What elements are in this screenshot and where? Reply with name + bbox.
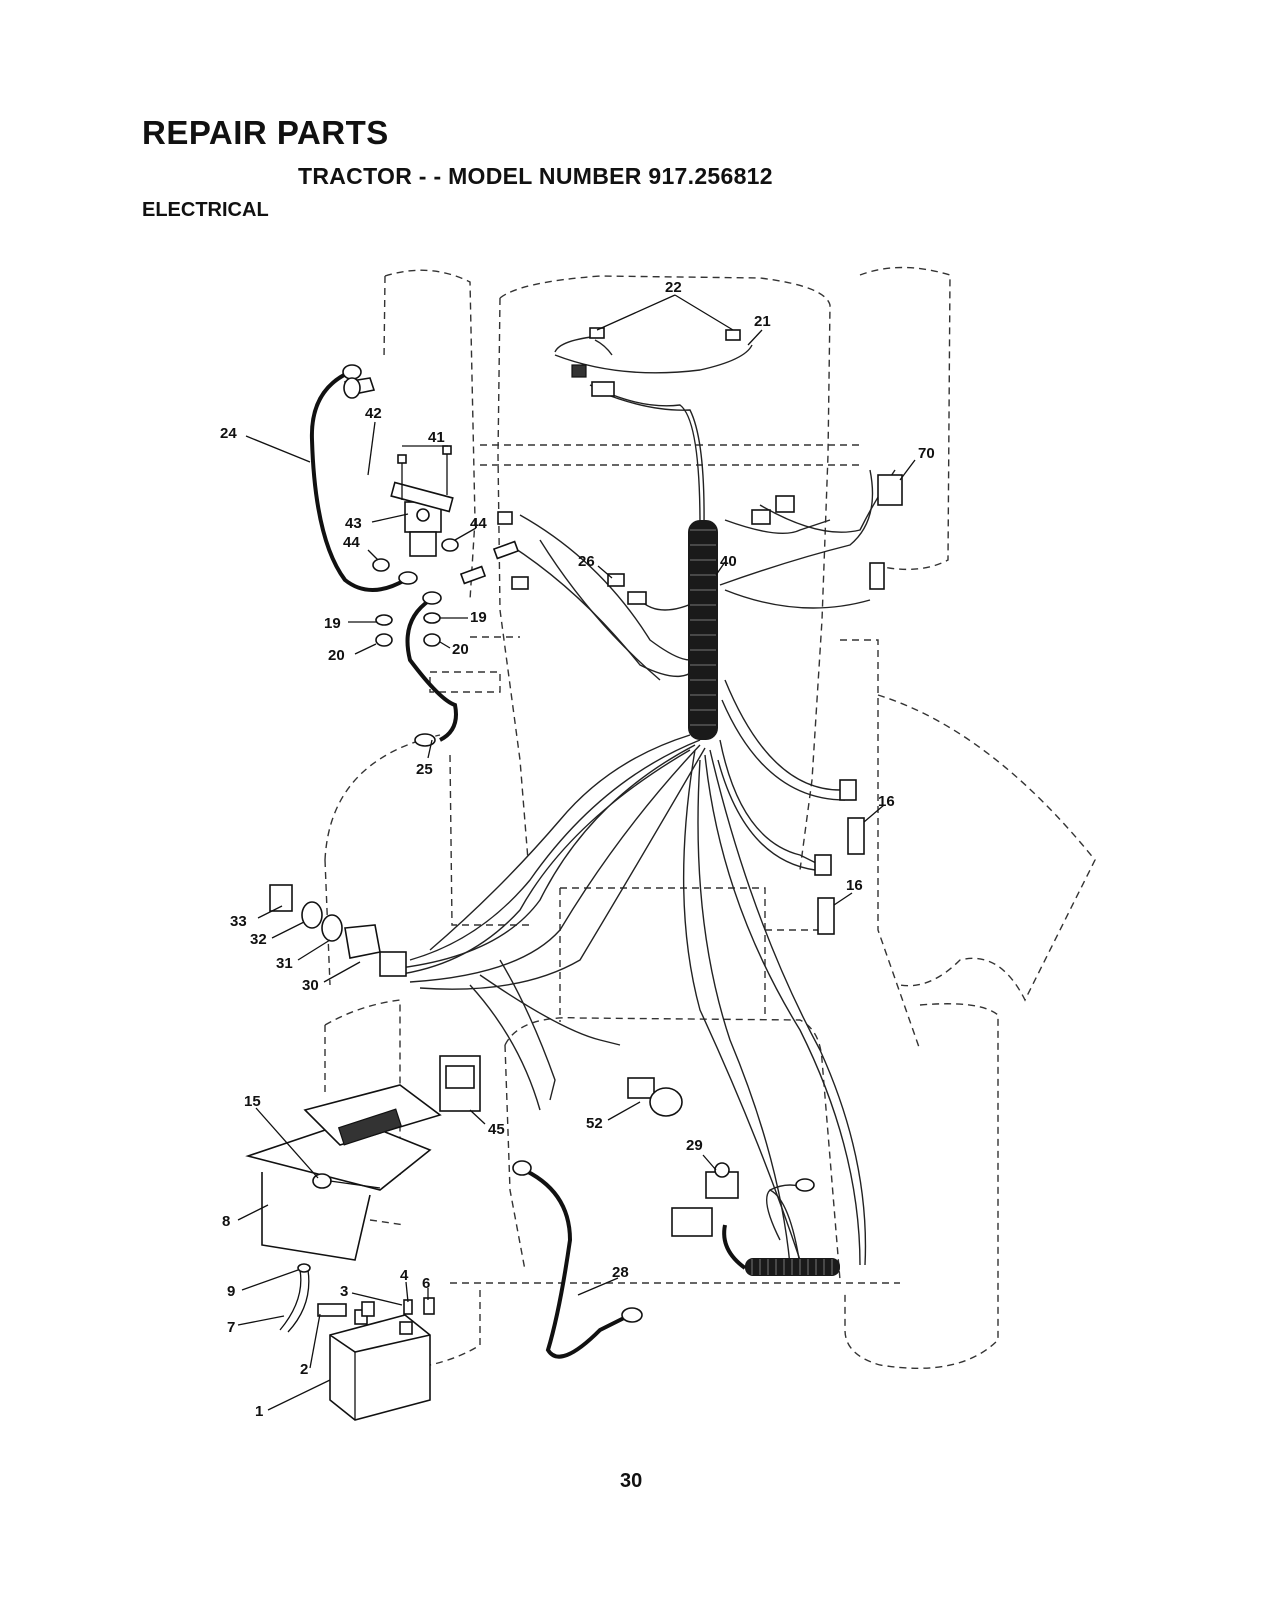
model-subtitle: TRACTOR - - MODEL NUMBER 917.256812 <box>298 163 773 189</box>
callout-45: 45 <box>488 1121 505 1138</box>
callout-42: 42 <box>365 405 382 422</box>
callout-20b: 20 <box>452 641 469 658</box>
callout-labels: 22 21 24 42 41 70 43 44 44 26 40 19 19 2… <box>220 279 935 1420</box>
callout-22: 22 <box>665 279 682 296</box>
callout-8: 8 <box>222 1213 230 1230</box>
callout-3: 3 <box>340 1283 348 1300</box>
callout-32: 32 <box>250 931 267 948</box>
callout-30: 30 <box>302 977 319 994</box>
callout-41: 41 <box>428 429 445 446</box>
callout-15: 15 <box>244 1093 261 1110</box>
callout-20a: 20 <box>328 647 345 664</box>
callout-6: 6 <box>422 1275 430 1292</box>
page-number: 30 <box>620 1470 643 1492</box>
callout-29: 29 <box>686 1137 703 1154</box>
callout-9: 9 <box>227 1283 235 1300</box>
wiring-harness <box>394 335 896 1266</box>
page-title: REPAIR PARTS <box>142 114 389 151</box>
callout-28: 28 <box>612 1264 629 1281</box>
callout-19a: 19 <box>324 615 341 632</box>
callout-1: 1 <box>255 1403 263 1420</box>
callout-70: 70 <box>918 445 935 462</box>
callout-44a: 44 <box>470 515 487 532</box>
callout-2: 2 <box>300 1361 308 1378</box>
callout-26: 26 <box>578 553 595 570</box>
callout-44b: 44 <box>343 534 360 551</box>
callout-24: 24 <box>220 425 237 442</box>
harness-loom <box>688 520 840 1276</box>
callout-52: 52 <box>586 1115 603 1132</box>
parts <box>245 327 903 1421</box>
callout-21: 21 <box>754 313 771 330</box>
section-heading: ELECTRICAL <box>142 199 269 221</box>
callout-25: 25 <box>416 761 433 778</box>
callout-16b: 16 <box>846 877 863 894</box>
callout-31: 31 <box>276 955 293 972</box>
callout-43: 43 <box>345 515 362 532</box>
tractor-outline <box>324 266 1096 1370</box>
callout-7: 7 <box>227 1319 235 1336</box>
callout-leaders <box>237 294 916 1411</box>
callout-33: 33 <box>230 913 247 930</box>
callout-19b: 19 <box>470 609 487 626</box>
callout-4: 4 <box>400 1267 409 1284</box>
callout-40: 40 <box>720 553 737 570</box>
callout-16a: 16 <box>878 793 895 810</box>
